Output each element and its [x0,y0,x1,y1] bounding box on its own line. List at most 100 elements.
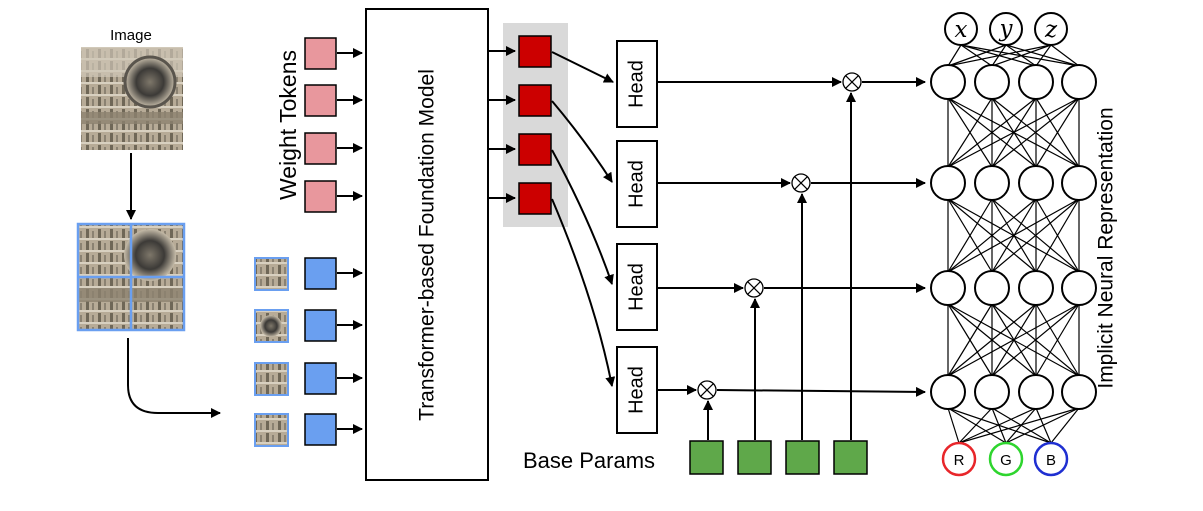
inr-edge [1035,44,1052,67]
inr-neuron [930,64,966,100]
output-label-g: G [1000,452,1012,469]
inr-neuron [974,165,1010,201]
output-weight-token [518,133,552,166]
patch-token-group [254,257,363,447]
inr-edge [947,303,1037,377]
multiply-cross [700,383,714,397]
inr-edge [991,97,1080,168]
head-label: Head [625,366,647,414]
weight-token [304,37,337,70]
inr-edge [947,407,960,444]
inr-edge [958,407,993,444]
patch-token [304,257,337,290]
inr-edge [1050,44,1080,67]
output-label-r: R [954,452,965,469]
weight-tokens-label: Weight Tokens [275,50,301,200]
inr-neuron [974,64,1010,100]
head-box: Head [616,140,658,228]
patch-thumbnail [254,257,289,291]
patch-token [304,413,337,446]
inr-edge [1035,97,1080,168]
inr-neuron [1061,165,1097,201]
inr-output-nodes: R G B [941,441,1069,477]
output-weight-token [518,182,552,215]
inr-edge [947,97,993,168]
patch-thumbnail [254,362,289,396]
inr-neuron [1061,374,1097,410]
multiply-cross [747,281,761,295]
head-box: Head [616,243,658,331]
foundation-model-box [365,8,489,481]
head-label: Head [625,60,647,108]
inr-edge [947,198,1037,273]
inr-edge [1005,407,1080,444]
inr-neuron [1018,165,1054,201]
weight-token [304,84,337,117]
inr-edge [947,303,1080,377]
inr-edge [991,407,1007,444]
base-param-group [689,440,868,475]
multiply-node [791,173,811,193]
inr-edge [947,303,993,377]
output-node-b [1033,441,1069,477]
inr-neuron [974,374,1010,410]
head-box: Head [616,40,658,128]
base-param [737,440,772,475]
output-token-group [488,35,552,215]
inr-edge [947,198,1080,273]
head-label: Head [625,263,647,311]
inr-edge [1035,303,1080,377]
input-node-y [989,12,1023,46]
inr-edge [947,44,1007,67]
inr-neuron [1018,270,1054,306]
head-label: Head [625,160,647,208]
weight-token [304,132,337,165]
multiply-node [744,278,764,298]
inr-edges [947,44,1080,444]
output-node-g [988,441,1024,477]
input-node-x [944,12,978,46]
image-label: Image [110,27,152,44]
multiply-to-layer-arrow [716,386,926,397]
base-param [785,440,820,475]
token-to-head-arrow [551,100,613,183]
inr-input-nodes: x y z [944,12,1068,46]
output-weight-token [518,35,552,68]
head-box: Head [616,346,658,434]
multiply-node [842,72,862,92]
inr-neuron [974,270,1010,306]
output-label-b: B [1046,452,1056,469]
token-to-head-arrow [551,51,614,83]
inr-edge [958,407,1080,444]
base-param [689,440,724,475]
token-to-head-arrow [551,149,614,285]
inr-edge [958,407,1037,444]
modulation-routing [658,72,926,440]
multiply-node [697,380,717,400]
patchified-image [76,222,186,332]
patch-thumbnail [254,309,289,343]
source-image [81,47,183,150]
inr-edge [947,407,1007,444]
patch-token [304,309,337,342]
inr-edge [947,198,993,273]
inr-neuron [930,374,966,410]
multiply-cross [845,75,859,89]
inr-edge [947,44,1052,67]
inr-neuron [1018,64,1054,100]
inr-edge [1035,198,1080,273]
patches-to-tokens-arrow [127,338,221,418]
inr-neuron [1018,374,1054,410]
inr-edge [947,97,1037,168]
inr-edge [947,97,1080,168]
weight-token [304,180,337,213]
inr-edge [1050,407,1080,444]
inr-neuron [1061,270,1097,306]
inr-edge [947,44,962,67]
base-param [833,440,868,475]
output-node-r [941,441,977,477]
base-params-label: Base Params [523,448,655,473]
patch-thumbnail [254,413,289,447]
